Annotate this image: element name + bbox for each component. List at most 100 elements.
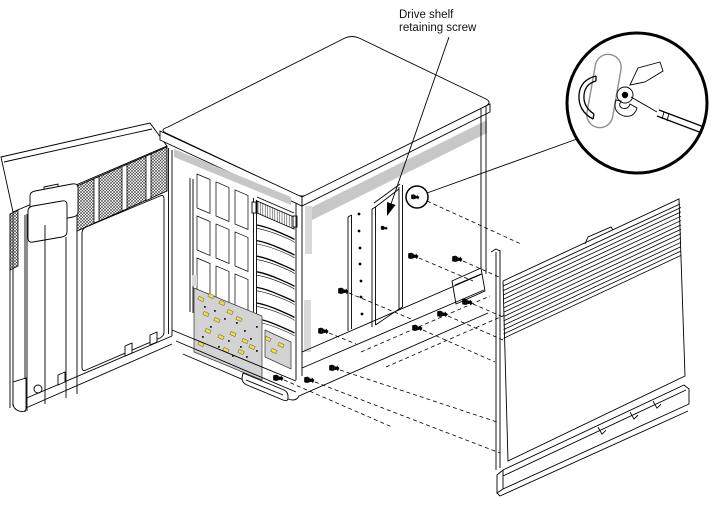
screw-hole [357, 229, 361, 233]
screw-icon [317, 327, 329, 335]
louver-line [503, 241, 682, 326]
connector-speck [210, 326, 212, 328]
connector-highlights [197, 293, 285, 355]
side-panel [490, 198, 690, 497]
front-left-edge [168, 148, 173, 336]
connector-highlight [204, 328, 212, 334]
louver-line [503, 224, 682, 309]
connector-highlight [207, 293, 215, 299]
connector-highlight [241, 338, 249, 344]
dashed-line [472, 303, 504, 318]
connector-highlight [248, 344, 256, 350]
screw-icon [461, 298, 473, 306]
door-thumbscrew [33, 384, 43, 394]
drive-tray-line [256, 243, 295, 259]
front-vent-slot [192, 275, 197, 286]
chassis [159, 36, 491, 402]
screw-callout-circle [405, 185, 429, 209]
retainer-clip-wing [629, 61, 664, 86]
connector-highlight [229, 331, 237, 337]
opening-shadow-strip-bottom [304, 300, 311, 352]
connector-speck [224, 318, 226, 320]
door-grille-dividers [93, 153, 152, 224]
shelf-top-line [256, 196, 295, 214]
louver-line [503, 237, 682, 322]
panel-face [502, 198, 686, 462]
base-handle-line [245, 379, 284, 396]
panel-louvers [503, 207, 682, 339]
bracket-plate-face [373, 183, 403, 326]
screw-hole [357, 212, 361, 216]
drive-tray-line [256, 321, 295, 337]
callout-connector-line [426, 138, 578, 194]
blank-card-slot [215, 181, 230, 223]
screw-icon [436, 310, 448, 318]
drive-tray [256, 317, 295, 334]
door-edge-vent-mesh [9, 209, 19, 271]
drive-tray-line [256, 306, 295, 321]
blank-card-slot [196, 215, 211, 257]
bracket-plate-front [347, 214, 352, 331]
panel-left-flange [490, 248, 501, 470]
top-cover-side-lip [301, 103, 491, 207]
leader-arrowhead-icon [387, 202, 396, 216]
connector-highlight [226, 309, 234, 315]
label-line1: Drive shelf [399, 9, 454, 21]
screw-hole [359, 279, 363, 283]
shaft-collar [661, 111, 670, 122]
screw-hole [359, 295, 363, 299]
connector-speck [202, 336, 204, 338]
door-bottom-foot [12, 377, 27, 413]
opening-shadow-strip-top [305, 206, 312, 254]
connector-speck [246, 356, 248, 358]
drive-tray [256, 239, 295, 256]
dashed-line [447, 315, 504, 341]
louver-line [503, 211, 682, 296]
connector-highlight [277, 342, 285, 348]
connector-speck [244, 330, 246, 332]
dashed-line [418, 257, 474, 282]
louver-line [503, 207, 682, 291]
connector-panel [193, 287, 292, 381]
connector-highlight [202, 311, 210, 317]
blank-card-slot [215, 223, 230, 265]
screw-icon [303, 376, 315, 384]
card-cage [189, 173, 257, 314]
drive-tray-line [256, 259, 295, 274]
front-shadow-band [174, 149, 291, 205]
screw-axis-line [630, 96, 658, 113]
drive-tray-line [256, 228, 295, 243]
screwdriver-shaft [656, 109, 705, 134]
drive-tray [256, 286, 295, 303]
kick-strip-body [496, 384, 690, 494]
grille-divider [121, 163, 128, 212]
kick-clip-mark [597, 426, 607, 435]
kick-strip [496, 384, 690, 497]
louver-line [503, 220, 682, 304]
dashed-line [348, 292, 412, 320]
dashed-line [385, 314, 506, 368]
connector-speck [204, 306, 206, 308]
louver-line [503, 215, 682, 300]
connector-panel-left [193, 287, 263, 381]
screw-icon [411, 324, 423, 332]
retainer-clip-hook [614, 99, 638, 117]
side-bottom-rail [301, 273, 485, 369]
drive-tray [256, 224, 295, 241]
drive-tray-line [256, 290, 295, 306]
louver-line [503, 228, 682, 313]
screw-hole [358, 246, 362, 250]
connector-highlight [218, 300, 226, 306]
connector-speck [228, 340, 230, 342]
connector-speck [256, 350, 258, 352]
dashed-line [422, 329, 496, 363]
kick-clip-mark [629, 411, 639, 420]
connector-speck [240, 346, 242, 348]
drive-shelf [251, 196, 298, 337]
blank-card-slot [234, 189, 249, 230]
label-line2: retaining screw [399, 22, 477, 34]
connector-highlight [264, 336, 272, 342]
callout-label: Drive shelf retaining screw [387, 9, 477, 216]
connector-speck [236, 322, 238, 324]
